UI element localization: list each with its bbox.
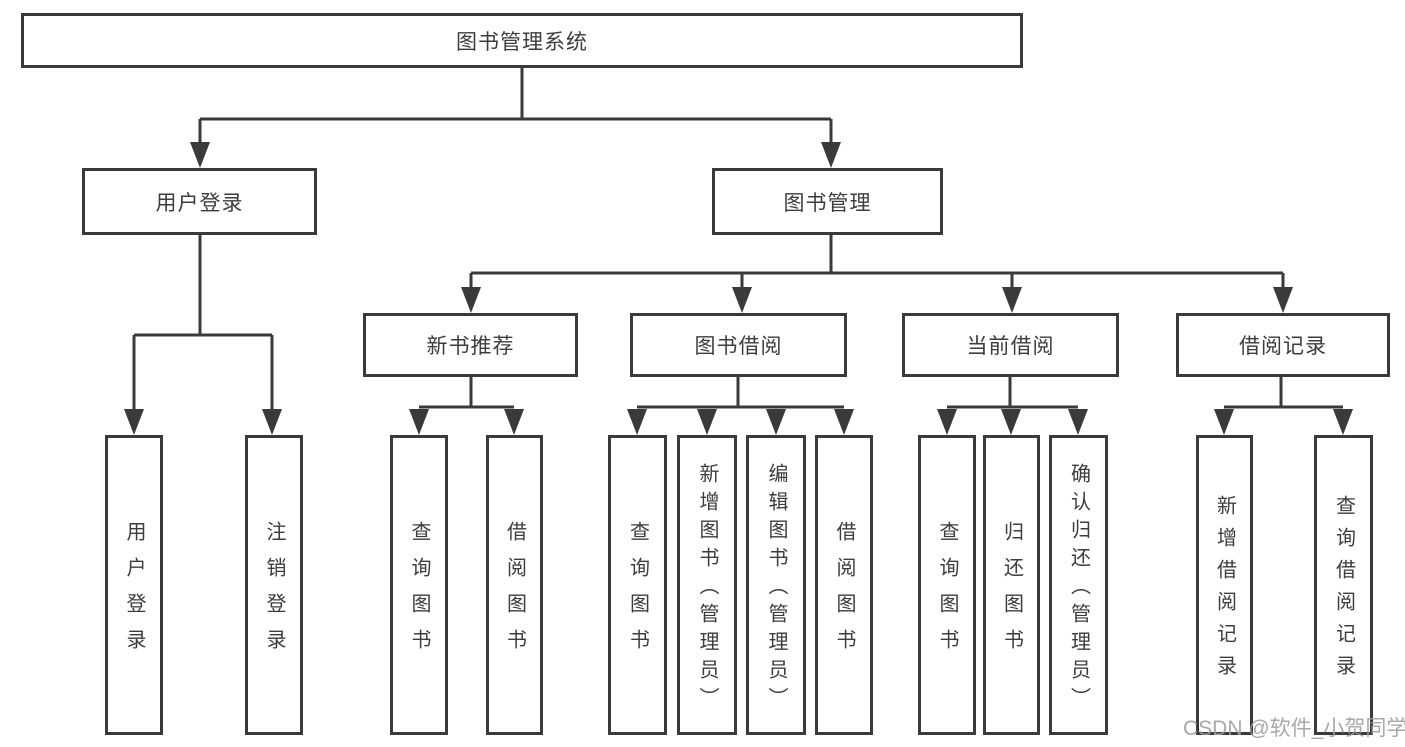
leaf-logout: 注销登录 [245, 435, 303, 735]
leaf-label: 查询图书 [936, 521, 958, 665]
node-new-book-recommendation: 新书推荐 [363, 313, 578, 377]
leaf-label: 新增借阅记录 [1213, 495, 1236, 687]
leaf-return-book: 归还图书 [983, 435, 1040, 735]
leaf-edit-book-admin: 编辑图书（管理员） [746, 435, 806, 735]
leaf-add-book-admin: 新增图书（管理员） [677, 435, 737, 735]
node-label: 用户登录 [155, 191, 244, 215]
leaf-user-login: 用户登录 [105, 435, 163, 735]
node-book-borrowing: 图书借阅 [630, 313, 847, 377]
leaf-label: 确认归还（管理员） [1067, 463, 1090, 715]
leaf-query-books-current: 查询图书 [918, 435, 976, 735]
leaf-label: 借阅图书 [833, 521, 855, 665]
leaf-confirm-return-admin: 确认归还（管理员） [1049, 435, 1108, 735]
node-user-login: 用户登录 [82, 168, 317, 235]
node-library-management-system: 图书管理系统 [21, 13, 1023, 68]
leaf-borrow-books-borrowing: 借阅图书 [815, 435, 873, 735]
node-book-management: 图书管理 [712, 168, 943, 235]
node-label: 借阅记录 [1239, 335, 1327, 358]
node-label: 图书管理 [783, 191, 872, 215]
leaf-label: 借阅图书 [503, 521, 526, 665]
leaf-label: 注销登录 [263, 521, 285, 665]
leaf-query-borrow-record: 查询借阅记录 [1314, 435, 1373, 735]
leaf-label: 查询图书 [626, 521, 649, 665]
leaf-label: 编辑图书（管理员） [765, 463, 787, 715]
leaf-borrow-books-newbooks: 借阅图书 [486, 435, 543, 735]
node-current-borrowing: 当前借阅 [902, 313, 1119, 377]
node-label: 当前借阅 [966, 335, 1055, 358]
leaf-query-books-borrowing: 查询图书 [608, 435, 667, 735]
node-label: 图书借阅 [694, 335, 783, 358]
leaf-label: 查询图书 [408, 521, 430, 665]
leaf-label: 新增图书（管理员） [696, 463, 718, 715]
node-borrowing-records: 借阅记录 [1176, 313, 1390, 377]
leaf-add-borrow-record: 新增借阅记录 [1196, 435, 1253, 735]
leaf-label: 查询借阅记录 [1332, 495, 1355, 687]
leaf-label: 归还图书 [1000, 521, 1023, 665]
node-label: 新书推荐 [426, 335, 515, 358]
leaf-query-books-newbooks: 查询图书 [390, 435, 448, 735]
csdn-watermark: CSDN @软件_小贺同学 [1183, 717, 1405, 740]
node-label: 图书管理系统 [456, 30, 588, 54]
leaf-label: 用户登录 [123, 521, 145, 665]
